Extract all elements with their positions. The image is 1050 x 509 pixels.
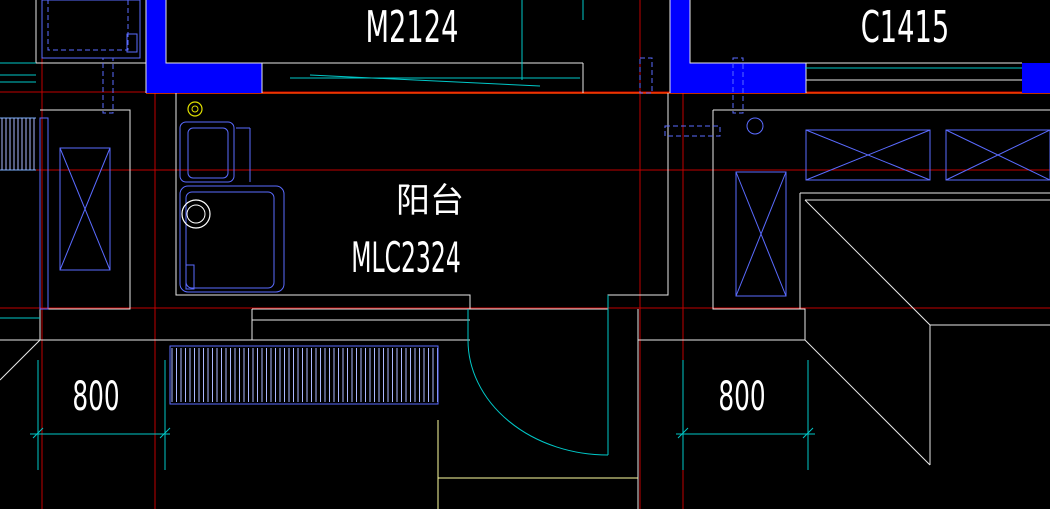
balcony-door-label: MLC2324 <box>351 234 461 283</box>
floor-drain-icon <box>187 101 203 117</box>
window-label-top: C1415 <box>861 1 949 53</box>
stair-hatch-bottom <box>169 345 439 405</box>
stair-hatch-left <box>1 118 35 170</box>
door-label-top: M2124 <box>366 1 459 53</box>
floor-drain-inner-icon <box>191 105 199 113</box>
hatch-frame <box>169 345 439 405</box>
washing-machine-drum-inner-icon <box>186 204 206 224</box>
dimension-label-right: 800 <box>718 373 765 420</box>
cyan-lines <box>0 0 1022 470</box>
dimension-label-left: 800 <box>72 373 119 420</box>
washing-machine-drum-icon <box>181 199 211 229</box>
wall-fills <box>146 0 1050 93</box>
balcony-room-label: 阳台 <box>396 181 464 221</box>
light-yellow-lines <box>437 420 638 509</box>
